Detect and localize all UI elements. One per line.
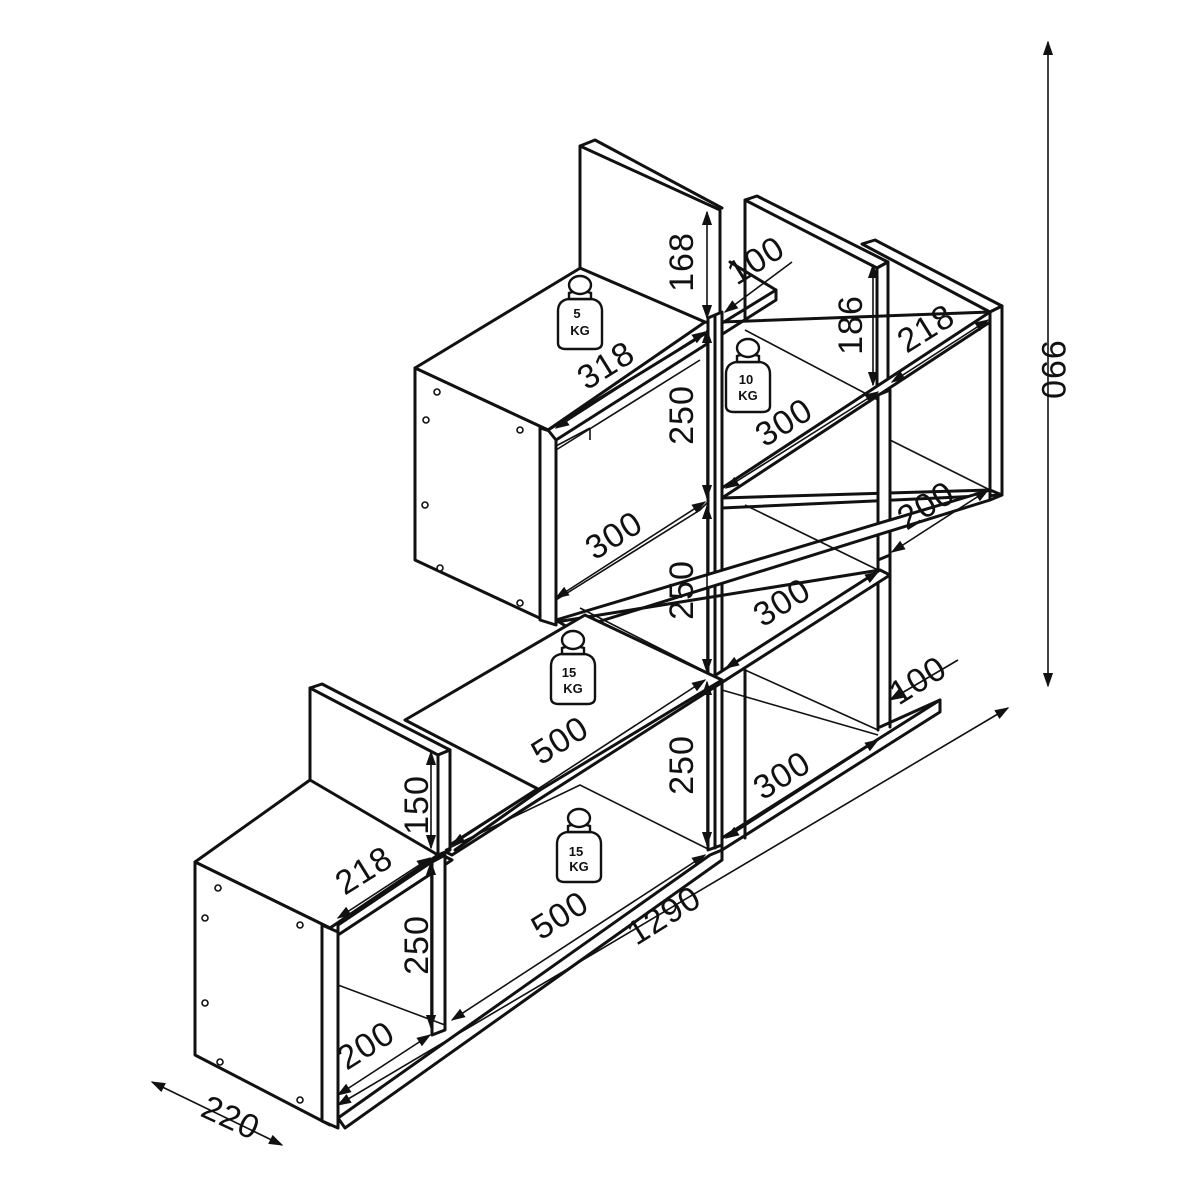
weight-10kg-unit: KG	[738, 388, 758, 403]
weight-15kg-lower-unit: KG	[569, 859, 589, 874]
dim-top-left-panel-height: 168	[663, 232, 701, 292]
weight-15kg-upper-unit: KG	[563, 681, 583, 696]
dim-depth: 220	[196, 1088, 266, 1148]
dim-left-box-height: 250	[398, 915, 436, 975]
weight-5kg-unit: KG	[570, 323, 590, 338]
weight-5kg-number: 5	[573, 306, 580, 321]
upper-left-front-edge	[538, 426, 558, 627]
weight-15kg-lower: 15 KG	[555, 807, 603, 884]
dim-bottom-long-width: 500	[525, 884, 596, 948]
dim-top-divider-offset: 100	[721, 229, 792, 293]
weight-10kg: 10 KG	[724, 337, 772, 414]
lower-left-holes	[201, 884, 304, 1104]
lower-left-front-edge	[320, 923, 340, 1130]
dim-bottom-right-offset: 100	[883, 649, 954, 713]
dimension-lines	[150, 40, 1054, 1146]
dim-upper-box-height: 250	[663, 385, 701, 445]
dim-left-panel-height: 150	[398, 775, 436, 835]
dim-top-right-panel-height: 186	[832, 295, 870, 355]
upper-left-holes	[421, 388, 524, 607]
dim-total-height: 990	[1034, 340, 1072, 400]
dim-middle-height: 250	[663, 560, 701, 620]
weight-10kg-number: 10	[739, 372, 753, 387]
right-tall-side-panel	[988, 304, 1004, 502]
dim-lower-right-width: 300	[747, 744, 818, 808]
dim-top-right-depth: 218	[891, 297, 962, 361]
dim-left-box-depth: 200	[331, 1014, 402, 1078]
weight-15kg-upper-number: 15	[562, 665, 576, 680]
weight-15kg-lower-number: 15	[569, 844, 583, 859]
dim-lower-height: 250	[663, 735, 701, 795]
dim-middle-left-width: 300	[579, 504, 650, 568]
